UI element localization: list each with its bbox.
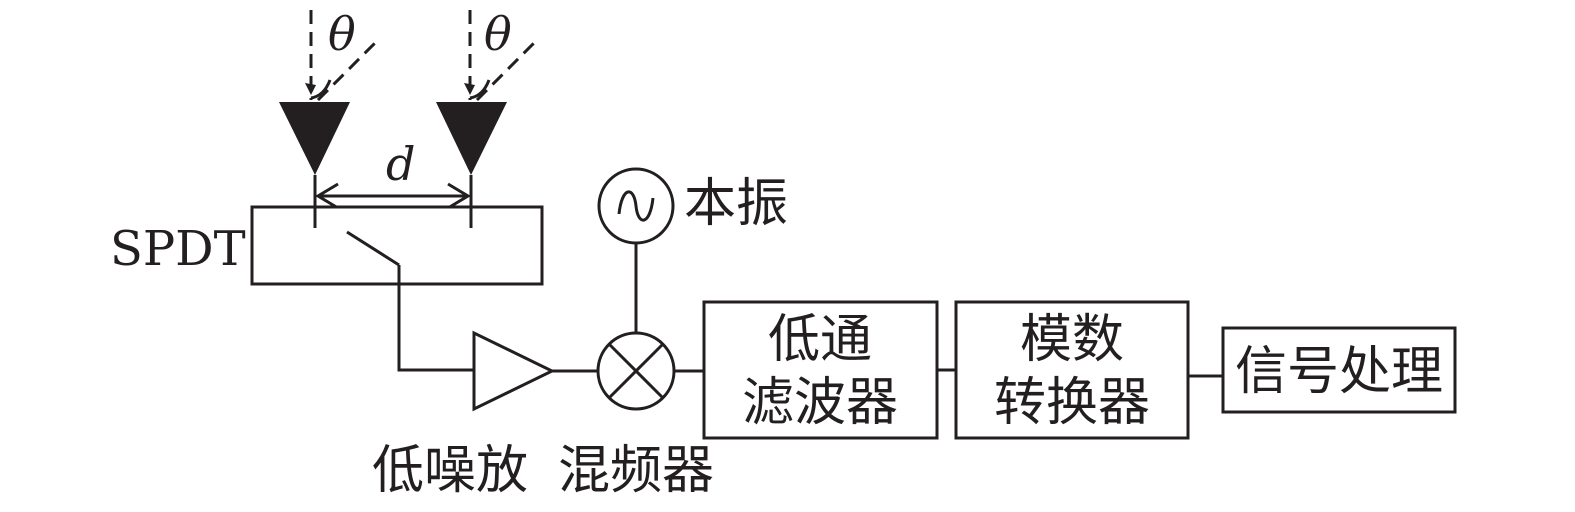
- angle-arc-right: [469, 79, 491, 100]
- spdt-switch-arm: [346, 230, 400, 267]
- antenna-left: [279, 10, 382, 228]
- angle-arrowhead-left: [305, 83, 316, 95]
- signal-processing-label: 信号处理: [1235, 342, 1443, 402]
- mixer-x-icon-stroke-2: [607, 342, 665, 400]
- angle-arc-left: [310, 79, 332, 100]
- local-oscillator-label: 本振: [684, 174, 788, 234]
- spacing-dimension: [315, 182, 471, 210]
- adc-label-line1: 模数: [1020, 310, 1124, 370]
- lna-label: 低噪放: [372, 441, 528, 501]
- theta-right-label: θ: [484, 7, 512, 61]
- spacing-label: d: [386, 137, 415, 191]
- mixer-label: 混频器: [558, 441, 714, 501]
- spacing-arrowhead-left: [315, 182, 339, 210]
- adc-box: [954, 300, 1190, 440]
- incidence-dashed-line-left: [316, 36, 382, 102]
- spdt-label: SPDT: [110, 221, 246, 277]
- lowpass-filter-label-line1: 低通: [768, 310, 872, 370]
- incidence-dashed-line-right: [475, 36, 541, 102]
- wire-spdt-to-lna: [397, 265, 474, 372]
- lna-amplifier-icon: [472, 330, 556, 412]
- signal-processing-box: [1221, 326, 1457, 414]
- angle-arrowhead-right: [464, 83, 475, 95]
- theta-left-label: θ: [328, 7, 356, 61]
- antenna-right-icon: [436, 102, 507, 175]
- spdt-switch-box: [250, 205, 544, 286]
- antenna-left-icon: [279, 102, 350, 175]
- adc-label-line2: 转换器: [994, 373, 1150, 433]
- local-oscillator: [597, 167, 675, 245]
- mixer: [596, 331, 676, 411]
- sine-wave-icon: [617, 190, 655, 222]
- lowpass-filter-label-line2: 滤波器: [742, 373, 898, 433]
- spacing-arrowhead-right: [447, 182, 471, 210]
